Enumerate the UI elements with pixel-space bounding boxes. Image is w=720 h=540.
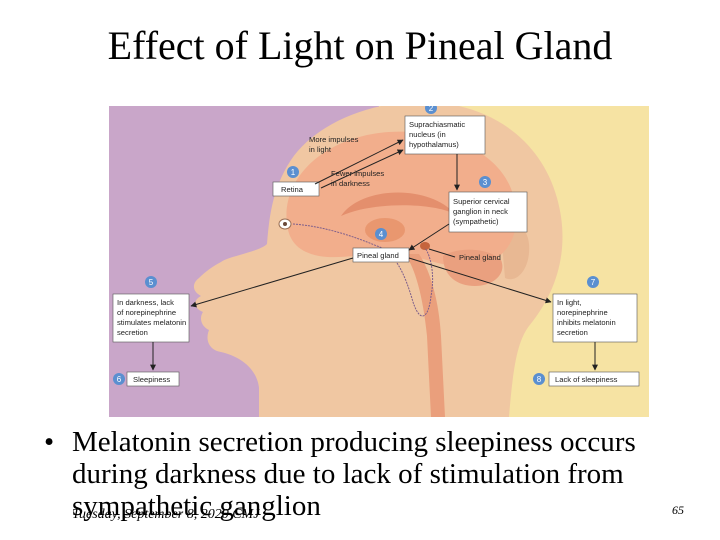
darkness-effect-box: In darkness, lack of norepinephrine stim… [112, 293, 190, 343]
lack-sleepiness-label: Lack of sleepiness [555, 375, 618, 384]
light-label-2: norepinephrine [557, 308, 608, 317]
light-label-4: secretion [557, 328, 588, 337]
scg-label-1: Superior cervical [453, 197, 510, 206]
step-markers: 1 2 3 4 5 6 7 8 [113, 106, 599, 385]
svg-text:8: 8 [537, 375, 542, 384]
svg-text:4: 4 [379, 230, 384, 239]
arrow-retina-to-scn [314, 139, 404, 185]
pineal-light-diagram: Retina Suprachiasmatic nucleus (in hypot… [109, 106, 649, 417]
scg-box: Superior cervical ganglion in neck (symp… [448, 191, 528, 233]
arrow-pineal-to-light [408, 257, 552, 304]
sleepiness-label: Sleepiness [133, 375, 170, 384]
dark-label-1: In darkness, lack [117, 298, 174, 307]
retina-box: Retina [272, 181, 320, 197]
bullet-dot-icon: • [44, 426, 55, 458]
brainstem-shape [405, 254, 445, 417]
step-7-marker: 7 [587, 276, 599, 288]
svg-text:5: 5 [149, 278, 154, 287]
dark-label-3: stimulates melatonin [117, 318, 186, 327]
step-1-marker: 1 [287, 166, 299, 178]
fewer-impulses-label-1: Fewer impulses [331, 169, 384, 178]
light-effect-box: In light, norepinephrine inhibits melato… [552, 293, 638, 343]
scn-box: Suprachiasmatic nucleus (in hypothalamus… [404, 115, 486, 155]
scg-label-3: (sympathetic) [453, 217, 499, 226]
svg-text:7: 7 [591, 278, 596, 287]
svg-text:6: 6 [117, 375, 122, 384]
more-impulses-label-1: More impulses [309, 135, 359, 144]
footer-date: Tuesday, September 8, 2020 CMJ [72, 507, 260, 522]
svg-text:1: 1 [291, 168, 296, 177]
slide-title: Effect of Light on Pineal Gland [107, 23, 613, 68]
step-4-marker: 4 [375, 228, 387, 240]
step-2-marker: 2 [425, 106, 437, 114]
sleepiness-box: Sleepiness [126, 371, 180, 387]
bullet-text: Melatonin secretion producing sleepiness… [72, 426, 636, 522]
arrow-fewer-impulses [320, 149, 404, 189]
arrow-pineal-to-dark [190, 257, 354, 308]
pineal-box-label: Pineal gland [357, 251, 399, 260]
pineal-gland-shape [420, 242, 430, 250]
cerebellum-shape [443, 249, 503, 286]
pineal-side-label: Pineal gland [459, 253, 501, 262]
svg-text:2: 2 [429, 106, 434, 113]
light-label-1: In light, [557, 298, 581, 307]
scg-label-2: ganglion in neck [453, 207, 508, 216]
scn-label-2: nucleus (in [409, 130, 446, 139]
light-label-3: inhibits melatonin [557, 318, 616, 327]
arrows [150, 139, 598, 371]
dark-label-2: of norepinephrine [117, 308, 176, 317]
lack-sleepiness-box: Lack of sleepiness [548, 371, 640, 387]
pineal-box: Pineal gland [352, 247, 410, 263]
arrow-pineal-side [428, 248, 456, 258]
scn-label-3: hypothalamus) [409, 140, 459, 149]
step-8-marker: 8 [533, 373, 545, 385]
corpus-callosum [341, 192, 455, 216]
arrow-scg-to-pineal [408, 223, 450, 251]
svg-text:3: 3 [483, 178, 488, 187]
step-3-marker: 3 [479, 176, 491, 188]
retina-label: Retina [281, 185, 304, 194]
slide-number: 65 [672, 503, 684, 517]
more-impulses-label-2: in light [309, 145, 332, 154]
scn-label-1: Suprachiasmatic [409, 120, 465, 129]
fewer-impulses-label-2: in darkness [331, 179, 370, 188]
step-6-marker: 6 [113, 373, 125, 385]
neural-pathway [292, 223, 434, 317]
step-5-marker: 5 [145, 276, 157, 288]
dark-label-4: secretion [117, 328, 148, 337]
